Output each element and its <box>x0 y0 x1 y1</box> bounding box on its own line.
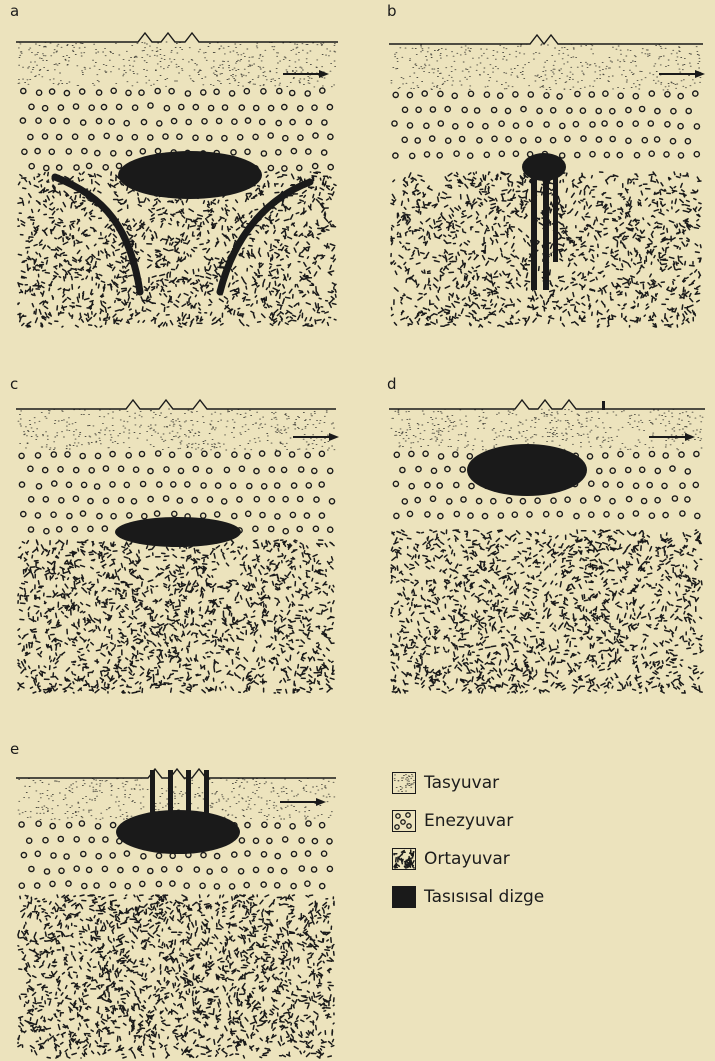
legend-item-tasisisal: Tasısısal dizge <box>392 884 692 910</box>
panel-a: a <box>10 22 335 327</box>
panel-a-diagram <box>10 22 335 327</box>
panel-label-d: d <box>387 375 397 393</box>
legend-item-enezyuvar: Enezyuvar <box>392 808 692 834</box>
panel-c-diagram <box>10 395 335 693</box>
tasisisal-swatch-icon <box>392 886 416 908</box>
panel-e: e <box>10 760 335 1058</box>
enezyuvar-swatch-icon <box>392 810 416 832</box>
panel-c: c <box>10 395 335 693</box>
legend: Tasyuvar Enezyuvar Ortayuvar Tasısısal d… <box>392 770 692 922</box>
tasyuvar-swatch-icon <box>392 772 416 794</box>
ortayuvar-swatch-icon <box>392 848 416 870</box>
legend-item-ortayuvar: Ortayuvar <box>392 846 692 872</box>
legend-label-tasyuvar: Tasyuvar <box>424 773 499 793</box>
panel-label-a: a <box>10 2 19 20</box>
panel-d-diagram <box>387 395 705 693</box>
panel-d: d <box>387 395 705 693</box>
panel-b-diagram <box>387 22 705 327</box>
panel-label-e: e <box>10 740 19 758</box>
panel-label-c: c <box>10 375 18 393</box>
legend-label-enezyuvar: Enezyuvar <box>424 811 513 831</box>
legend-label-ortayuvar: Ortayuvar <box>424 849 510 869</box>
panel-e-diagram <box>10 760 335 1058</box>
panel-label-b: b <box>387 2 397 20</box>
panel-b: b <box>387 22 705 327</box>
legend-label-tasisisal: Tasısısal dizge <box>424 887 544 907</box>
legend-item-tasyuvar: Tasyuvar <box>392 770 692 796</box>
